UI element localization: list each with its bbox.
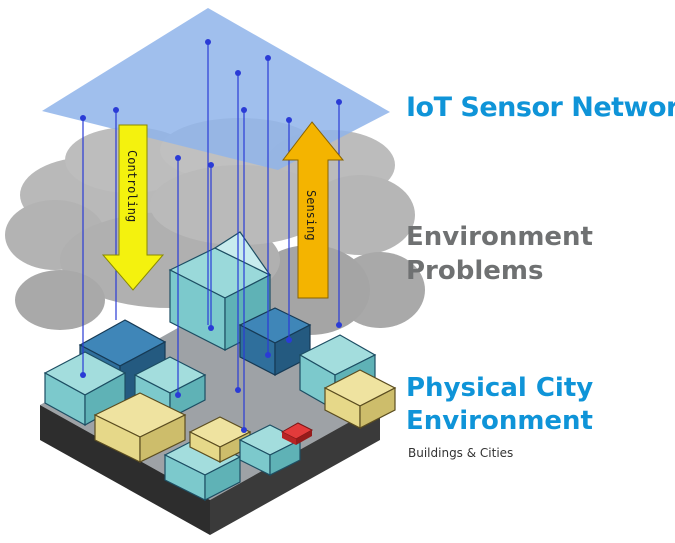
physical-line1: Physical City [406,373,594,403]
environment-line1: Environment [406,222,593,252]
environment-line2: Problems [406,256,544,286]
physical-city-label: Physical City Environment [406,372,593,438]
sensor-nodes [80,39,342,433]
iot-network-label: IoT Sensor Network [406,92,675,123]
controlling-arrow: Controling [101,124,165,291]
buildings-cities-label: Buildings & Cities [408,446,514,460]
environment-problems-label: Environment Problems [406,220,593,288]
controlling-label: Controling [125,150,139,222]
sensor-links [82,42,340,430]
sensing-label: Sensing [304,190,318,241]
red-car [280,422,314,445]
city-buildings [43,231,397,501]
physical-line2: Environment [406,406,593,436]
sensing-arrow: Sensing [281,121,345,299]
